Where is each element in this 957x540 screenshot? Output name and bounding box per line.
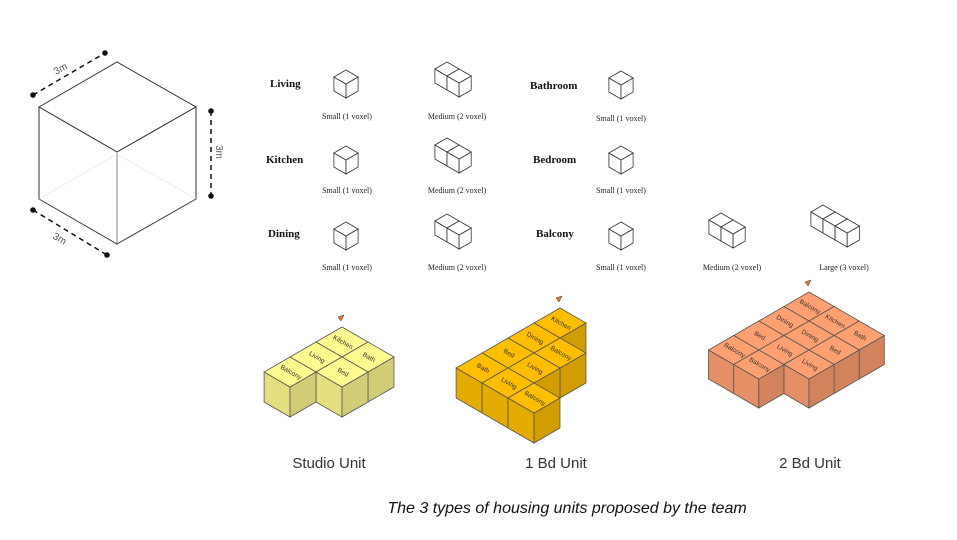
unit-title-studio: Studio Unit xyxy=(292,455,366,472)
room-label-balcony: Balcony xyxy=(536,228,574,240)
voxel-icon-balcony-small xyxy=(608,221,634,251)
size-label-kitchen-medium: Medium (2 voxel) xyxy=(428,186,487,195)
voxel-icon-bathroom-small xyxy=(608,70,634,100)
voxel-icons xyxy=(333,61,861,251)
dimension-line-bottom xyxy=(30,207,110,258)
voxel-icon-dining-medium xyxy=(434,213,472,250)
size-label-balcony-small: Small (1 voxel) xyxy=(596,263,646,272)
unit-title-2bd: 2 Bd Unit xyxy=(779,455,842,472)
room-label-bathroom: Bathroom xyxy=(530,80,577,92)
one-bedroom-unit-assembly: KitchenDiningBedLivingBalconyBathLivingB… xyxy=(455,295,587,444)
north-marker xyxy=(555,295,563,303)
voxel-icon-kitchen-medium xyxy=(434,137,472,174)
voxel-icon-dining-small xyxy=(333,221,359,251)
room-label-kitchen: Kitchen xyxy=(266,154,303,166)
size-label-living-small: Small (1 voxel) xyxy=(322,112,372,121)
figure-caption: The 3 types of housing units proposed by… xyxy=(387,500,746,517)
voxel-icon-kitchen-small xyxy=(333,145,359,175)
size-label-balcony-medium: Medium (2 voxel) xyxy=(703,263,762,272)
size-label-dining-small: Small (1 voxel) xyxy=(322,263,372,272)
room-types-legend: Living Kitchen Dining Bathroom Bedroom B… xyxy=(266,78,869,272)
unit-title-1bd: 1 Bd Unit xyxy=(525,455,588,472)
size-label-bedroom-small: Small (1 voxel) xyxy=(596,186,646,195)
size-label-bathroom-small: Small (1 voxel) xyxy=(596,114,646,123)
room-label-living: Living xyxy=(270,78,301,90)
voxel-icon-living-small xyxy=(333,69,359,99)
north-marker xyxy=(804,279,812,287)
room-label-bedroom: Bedroom xyxy=(533,154,576,166)
room-label-dining: Dining xyxy=(268,228,300,240)
dimension-label-right: 3m xyxy=(213,145,224,159)
size-label-dining-medium: Medium (2 voxel) xyxy=(428,263,487,272)
size-label-kitchen-small: Small (1 voxel) xyxy=(322,186,372,195)
size-label-living-medium: Medium (2 voxel) xyxy=(428,112,487,121)
voxel-icon-bedroom-small xyxy=(608,145,634,175)
dimension-line-top xyxy=(30,50,108,98)
voxel-icon-living-medium xyxy=(434,61,472,98)
voxel-dimension-cube: 3m 3m 3m xyxy=(30,50,224,258)
voxel-icon-balcony-medium xyxy=(708,212,746,249)
north-marker xyxy=(337,314,345,322)
size-label-balcony-large: Large (3 voxel) xyxy=(819,263,869,272)
dimension-line-right xyxy=(208,108,214,199)
dimension-label-bottom: 3m xyxy=(51,231,69,247)
voxel-icon-balcony-large xyxy=(810,204,861,248)
